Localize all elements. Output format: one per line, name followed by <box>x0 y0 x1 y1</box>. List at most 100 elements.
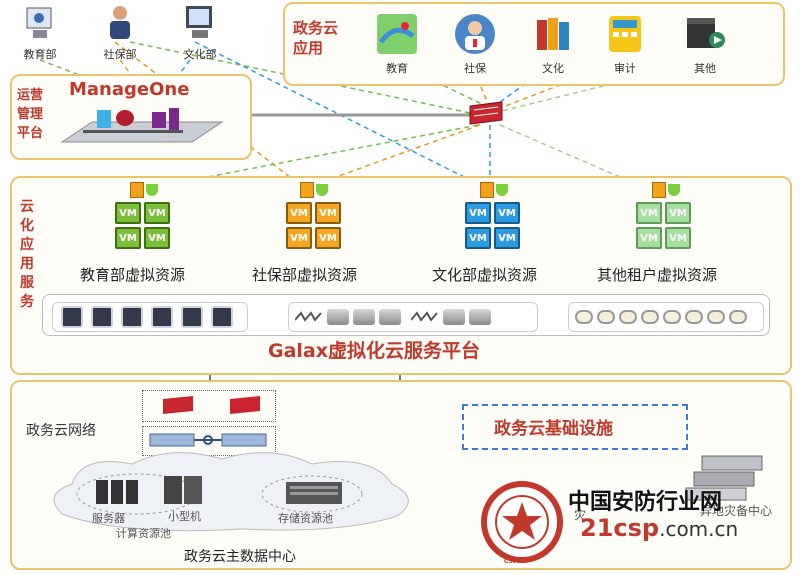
dept-social[interactable]: 社保部 <box>90 2 150 62</box>
node-icon <box>707 310 725 324</box>
license-icon <box>130 182 144 198</box>
chip-icon <box>91 306 113 328</box>
vm-tile: VM <box>286 227 312 249</box>
server-label: 服务器 <box>92 512 125 525</box>
resource-label-other: 其他租户虚拟资源 <box>597 266 718 284</box>
calculator-icon <box>609 16 641 52</box>
manageone-brand: ManageOne <box>69 79 190 100</box>
compute-chips <box>52 302 248 332</box>
infrastructure-title-box <box>462 404 688 450</box>
shield-icon <box>668 184 680 196</box>
lightning-icon <box>295 311 322 322</box>
dept-label: 文化部 <box>183 48 217 61</box>
resource-label-culture: 文化部虚拟资源 <box>432 266 538 284</box>
storage-disks <box>288 302 538 332</box>
resource-label-education: 教育部虚拟资源 <box>80 266 186 284</box>
chip-icon <box>181 306 203 328</box>
disk-icon <box>443 309 465 325</box>
vm-tile: VM <box>465 202 491 224</box>
cloud-services-panel: 云 化 应 用 服 务 VM VM VM VM 教育部虚拟资源 VM VM VM… <box>10 176 792 375</box>
watermark-seal-text: CSPIA <box>504 558 525 565</box>
license-icon <box>652 182 666 198</box>
cspia-seal-logo <box>481 481 563 563</box>
network-nodes <box>568 302 764 332</box>
node-icon <box>685 310 703 324</box>
disaster-recovery-servers-icon <box>685 455 763 501</box>
vm-tile: VM <box>636 227 662 249</box>
minicomputer-icon <box>164 476 202 504</box>
network-label: 政务云网络 <box>26 423 96 439</box>
map-icon <box>377 14 417 54</box>
ops-management-panel: 运营 管理 平台 ManageOne <box>10 74 252 160</box>
chip-icon <box>61 306 83 328</box>
app-culture[interactable]: 文化 <box>523 12 583 76</box>
dept-education[interactable]: 教育部 <box>10 2 70 62</box>
minicomputer-label: 小型机 <box>168 510 201 523</box>
infrastructure-panel: 政务云网络 政务云基础设施 服务器 计算资源池 小型机 存储资源池 政务云主数据… <box>10 380 792 570</box>
user-icon <box>110 6 130 39</box>
vm-tile: VM <box>144 202 170 224</box>
platform-name: Galax虚拟化云服务平台 <box>268 340 481 362</box>
node-icon <box>663 310 681 324</box>
app-other[interactable]: 其他 <box>675 12 735 76</box>
chip-icon <box>121 306 143 328</box>
vm-tile: VM <box>315 227 341 249</box>
datacenter-label: 政务云主数据中心 <box>184 549 296 565</box>
film-icon <box>687 18 725 48</box>
vm-tile: VM <box>665 202 691 224</box>
node-icon <box>641 310 659 324</box>
firewall-icon <box>163 396 193 414</box>
disk-icon <box>469 309 491 325</box>
department-users: 教育部 社保部 文化部 <box>10 2 240 64</box>
datacenter-cloud <box>53 452 409 532</box>
app-audit[interactable]: 审计 <box>595 12 655 76</box>
disaster-recovery-label: 异地灾备中心 <box>700 504 773 518</box>
app-education[interactable]: 教育 <box>367 12 427 76</box>
storage-pool-label: 存储资源池 <box>278 512 333 525</box>
node-icon <box>619 310 637 324</box>
vm-group-culture[interactable]: VM VM VM VM <box>465 202 520 249</box>
ops-management-label: 运营 管理 平台 <box>17 88 44 141</box>
vm-group-social[interactable]: VM VM VM VM <box>286 202 341 249</box>
vm-tile: VM <box>286 202 312 224</box>
watermark-cn: 中国安防行业网 <box>568 490 723 515</box>
storage-array-icon <box>286 482 342 504</box>
compute-pool-label: 计算资源池 <box>116 527 171 540</box>
disk-icon <box>353 309 375 325</box>
lightning-icon <box>411 311 438 322</box>
shield-icon <box>146 184 158 196</box>
management-console-icon <box>60 108 224 143</box>
dept-culture[interactable]: 文化部 <box>170 2 230 62</box>
vm-tile: VM <box>665 227 691 249</box>
gov-cloud-apps-title: 政务云 应用 <box>293 19 339 57</box>
disk-icon <box>327 309 349 325</box>
disaster-partial-label: 灾 <box>574 508 587 522</box>
shield-icon <box>496 184 508 196</box>
cloud-services-label: 云 化 应 用 服 务 <box>20 199 34 310</box>
vm-group-other[interactable]: VM VM VM VM <box>636 202 691 249</box>
vm-tile: VM <box>494 202 520 224</box>
watermark-site-rest: .com.cn <box>659 517 739 541</box>
vm-tile: VM <box>115 227 141 249</box>
vm-tile: VM <box>315 202 341 224</box>
dept-label: 社保部 <box>103 48 137 61</box>
watermark-site-main: 21csp <box>580 514 660 542</box>
vm-group-education[interactable]: VM VM VM VM <box>115 202 170 249</box>
doctor-icon <box>455 14 495 54</box>
resource-label-social: 社保部虚拟资源 <box>252 266 358 284</box>
gov-cloud-apps-panel: 政务云 应用 教育 社保 文化 审计 其他 <box>283 2 785 86</box>
user-computer-icon <box>26 7 52 38</box>
switch-icon <box>149 433 267 447</box>
vm-tile: VM <box>636 202 662 224</box>
watermark-site: 21csp.com.cn <box>580 514 738 542</box>
user-computer-icon <box>186 6 212 38</box>
disk-icon <box>379 309 401 325</box>
firewall-icon <box>469 101 503 125</box>
vm-tile: VM <box>115 202 141 224</box>
books-icon <box>537 18 569 50</box>
app-social[interactable]: 社保 <box>445 12 505 76</box>
license-icon <box>480 182 494 198</box>
dept-label: 教育部 <box>23 48 57 61</box>
node-icon <box>575 310 593 324</box>
chip-icon <box>151 306 173 328</box>
